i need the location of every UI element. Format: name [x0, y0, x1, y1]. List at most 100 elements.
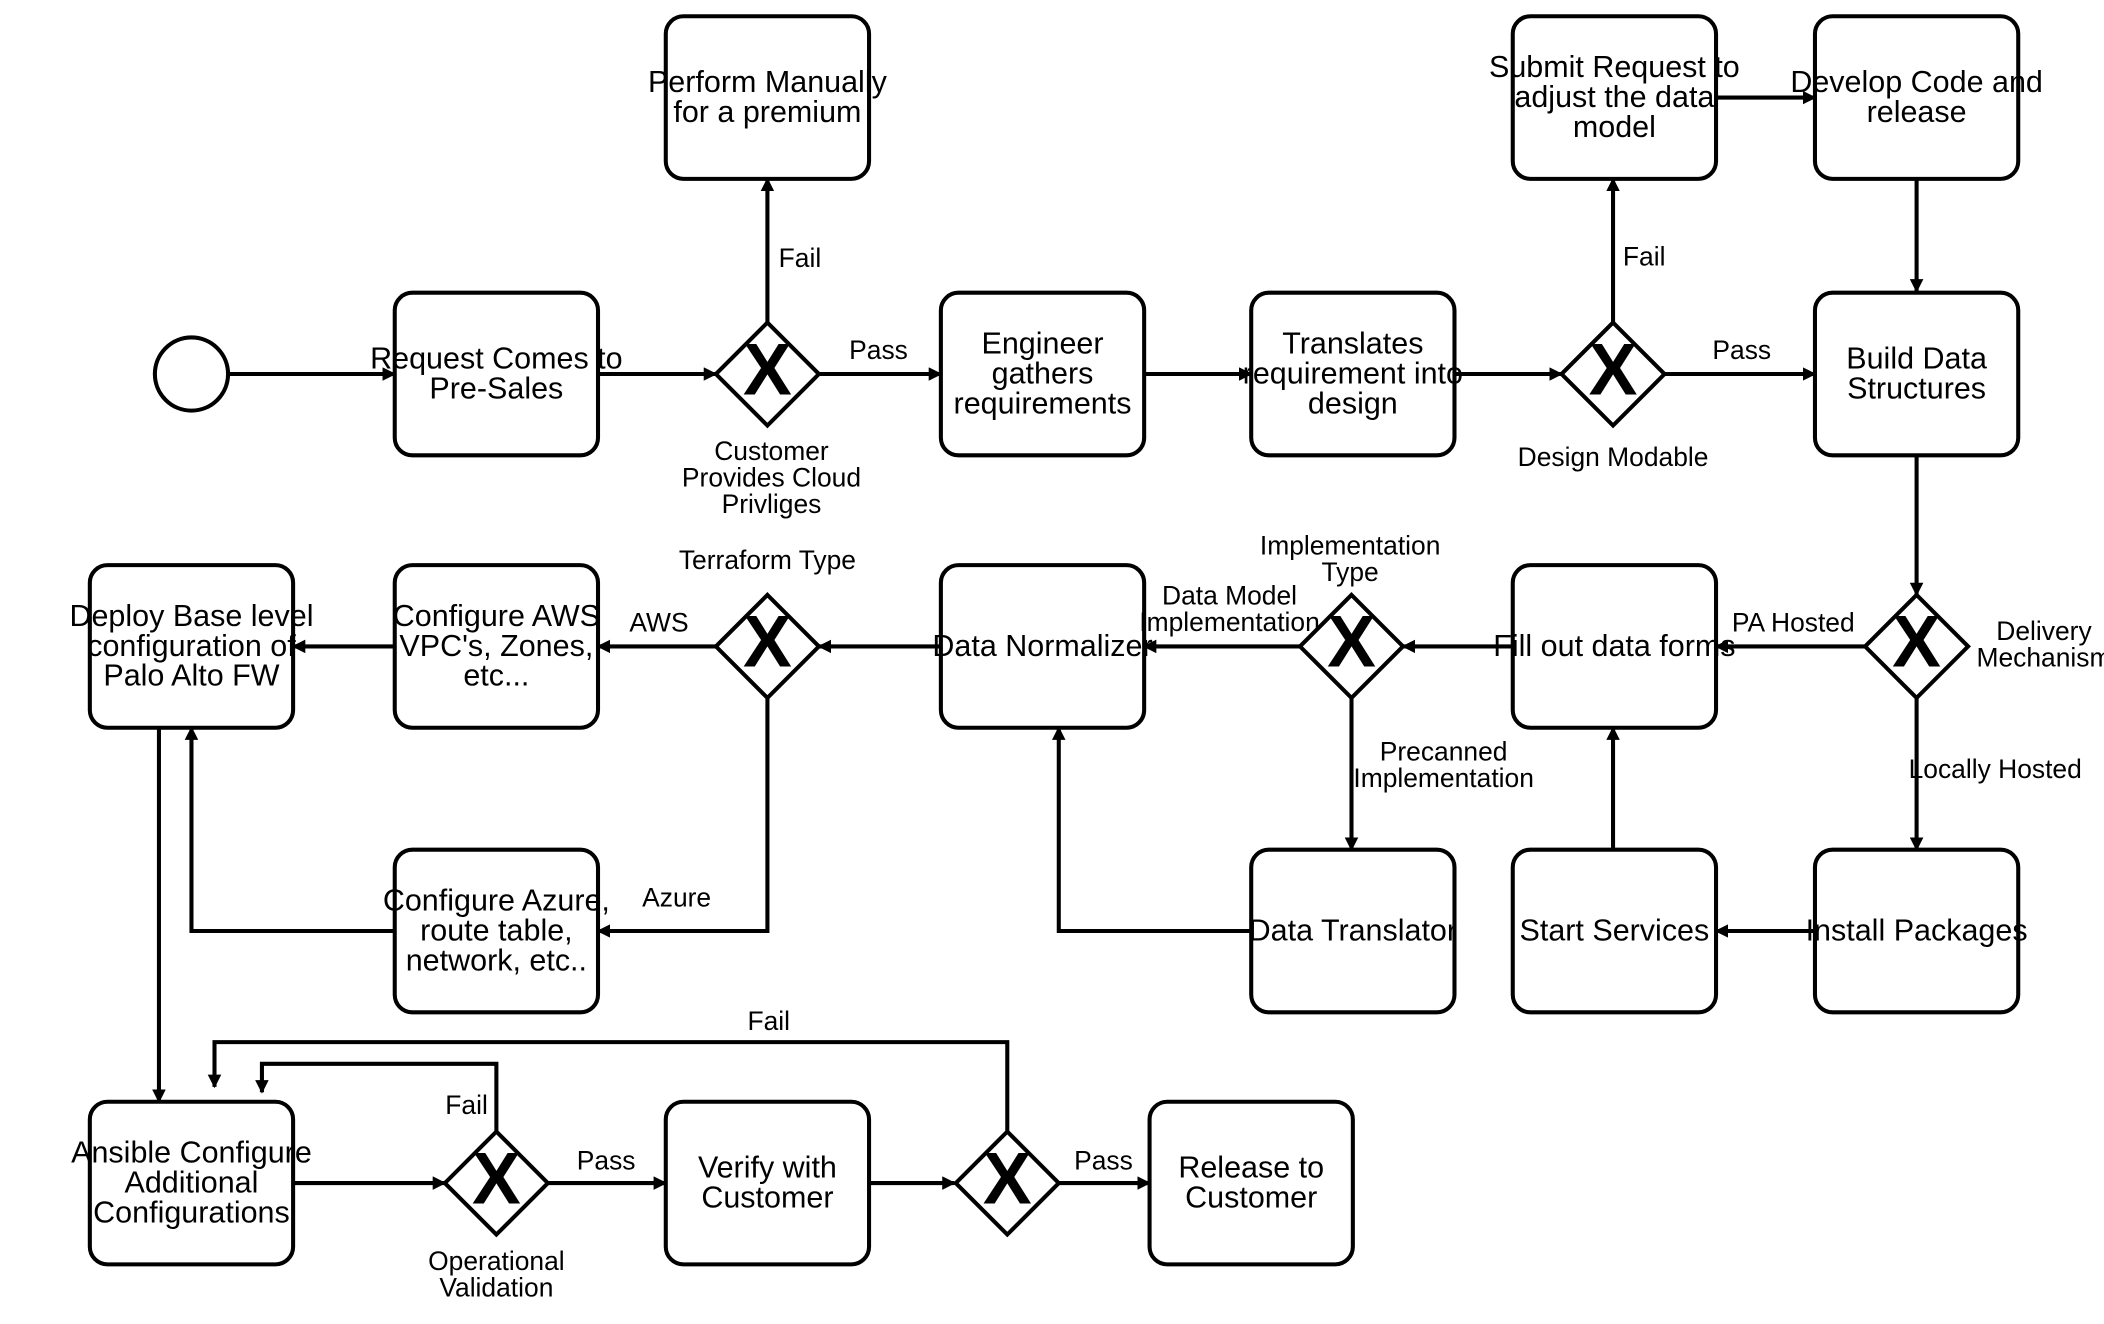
task-release-box — [1147, 1099, 1355, 1267]
gateway-cloud-priv[interactable]: X — [713, 319, 822, 429]
task-configure-azure[interactable]: Configure Azure,route table,network, etc… — [383, 847, 610, 1015]
task-data-translator[interactable]: Data Translator — [1249, 847, 1457, 1015]
task-data-normalizer-box — [938, 563, 1147, 730]
gateway-delivery[interactable]: X — [1862, 592, 1971, 701]
gateway-op-valid-diamond — [442, 1128, 551, 1238]
edge-terraform-azure — [596, 697, 770, 938]
gateway-op-valid[interactable]: X — [442, 1128, 551, 1238]
task-build-data-box — [1812, 290, 2021, 458]
edge-label-pa-hosted: PA Hosted — [1732, 608, 1855, 638]
task-translates-box — [1249, 290, 1457, 458]
task-engineer-gathers-box — [938, 290, 1147, 458]
gateway-verify-gw[interactable]: X — [952, 1128, 1062, 1238]
edge-label-pass-2: Pass — [1712, 335, 1771, 365]
edges — [152, 90, 1924, 1190]
gateway-cloud-priv-diamond — [713, 319, 822, 429]
edge-label-aws: AWS — [629, 608, 688, 638]
edge-label-pass-op: Pass — [577, 1146, 636, 1176]
task-request-presales-box — [392, 290, 601, 458]
task-data-normalizer-label: Data Normalizer — [932, 629, 1152, 663]
task-fill-forms[interactable]: Fill out data forms — [1493, 563, 1736, 730]
edge-label-azure: Azure — [642, 883, 711, 913]
gateway-impl-type[interactable]: X — [1297, 592, 1406, 701]
edge-azure-to-deploy — [184, 726, 395, 934]
task-ansible-box — [87, 1099, 296, 1267]
edge-label-pass-verify: Pass — [1074, 1146, 1133, 1176]
task-deploy-base-box — [87, 563, 296, 730]
gateway-terraform-label: Terraform Type — [679, 545, 856, 575]
gateway-terraform-diamond — [713, 592, 822, 701]
task-start-services[interactable]: Start Services — [1510, 847, 1719, 1015]
task-install-packages[interactable]: Install Packages — [1806, 847, 2028, 1015]
task-configure-azure-box — [392, 847, 601, 1015]
gateway-design-mod[interactable]: X — [1558, 319, 1668, 429]
edge-op-gateway-fail — [255, 1061, 499, 1132]
task-install-packages-box — [1812, 847, 2021, 1015]
edge-label-fail-1: Fail — [779, 243, 822, 273]
edge-label-pass-1: Pass — [849, 335, 908, 365]
task-submit-request-box — [1510, 14, 1719, 181]
exclusive-gateway-x-icon: X — [1892, 601, 1941, 683]
task-install-packages-label: Install Packages — [1806, 913, 2028, 947]
task-data-translator-box — [1249, 847, 1457, 1015]
gateway-impl-type-diamond — [1297, 592, 1406, 701]
task-fill-forms-box — [1510, 563, 1719, 730]
edge-label-fail-verify: Fail — [747, 1006, 790, 1036]
edge-verify-gateway-fail — [207, 1040, 1010, 1132]
task-start-services-box — [1510, 847, 1719, 1015]
edge-translator-to-normalizer — [1052, 726, 1252, 934]
exclusive-gateway-x-icon: X — [1589, 328, 1638, 410]
task-start-services-label: Start Services — [1520, 913, 1710, 947]
task-develop-code-box — [1812, 14, 2021, 181]
task-data-normalizer[interactable]: Data Normalizer — [932, 563, 1153, 730]
gateway-design-mod-label: Design Modable — [1518, 442, 1709, 472]
gateway-delivery-diamond — [1862, 592, 1971, 701]
gateway-design-mod-diamond — [1558, 319, 1668, 429]
edge-label-fail-2: Fail — [1623, 242, 1666, 272]
task-data-translator-label: Data Translator — [1249, 913, 1457, 947]
task-configure-azure-label: Configure Azure,route table,network, etc… — [383, 884, 610, 978]
edge-label-fail-op: Fail — [445, 1090, 488, 1120]
task-verify-box — [663, 1099, 872, 1267]
exclusive-gateway-x-icon: X — [1327, 601, 1376, 683]
start-event[interactable] — [152, 335, 231, 413]
task-configure-aws-box — [392, 563, 601, 730]
exclusive-gateway-x-icon: X — [743, 328, 792, 410]
gateway-terraform[interactable]: X — [713, 592, 822, 701]
exclusive-gateway-x-icon: X — [472, 1137, 521, 1219]
task-fill-forms-label: Fill out data forms — [1493, 629, 1735, 663]
task-perform-manually-box — [663, 14, 872, 181]
